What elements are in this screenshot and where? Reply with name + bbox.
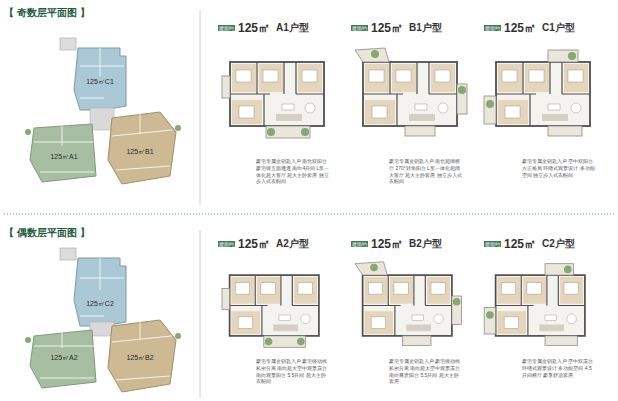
section-heading: 【 偶数层平面图 】 xyxy=(4,226,90,240)
area-value: 125㎡ xyxy=(504,20,536,37)
area-tag: 建面约 xyxy=(484,241,501,247)
area-value: 125㎡ xyxy=(371,236,403,253)
area-tag: 建面约 xyxy=(351,241,368,247)
feature-notes: 豪宅专属金钥匙入户 豪宅级动线 私密分离 南向超大空中观景露台 南向观景阳台 5… xyxy=(256,358,330,385)
unit-label: 125㎡B2 xyxy=(126,354,153,362)
area-value: 125㎡ xyxy=(238,236,270,253)
unit-label: 125㎡C2 xyxy=(86,300,114,308)
unit-zone: 125㎡C1 xyxy=(84,77,116,87)
feature-notes: 豪宅专属金钥匙入户 空中双阳台 方正格局 环绕式观景设计 多功能空间 独立步入式… xyxy=(522,158,596,178)
area-tag: 建面约 xyxy=(218,241,235,247)
unit-card: 建面约125㎡ B1户型豪宅专属金钥匙入户 南北超阔横厅 270°转角阳台 L形一… xyxy=(347,18,475,202)
unit-card: 建面约125㎡ A2户型豪宅专属金钥匙入户 豪宅级动线 私密分离 南向超大空中观景… xyxy=(214,234,342,398)
unit-type: C1户型 xyxy=(542,21,575,35)
feature-notes: 豪宅专属金钥匙入户 豪宅级动线 私密分离 南向超大空中观景露台 南向尊贵阳台 5… xyxy=(389,358,463,385)
unit-type: B1户型 xyxy=(409,21,442,35)
area-value: 125㎡ xyxy=(371,20,403,37)
unit-type: A1户型 xyxy=(276,21,309,35)
unit-card: 建面约125㎡ A1户型豪宅专属金钥匙入户 南北双阳台 豪宅级五面通透 南向4开间… xyxy=(214,18,342,202)
section-heading: 【 奇数层平面图 】 xyxy=(4,6,90,20)
area-value: 125㎡ xyxy=(504,236,536,253)
unit-card: 建面约125㎡ C2户型豪宅专属金钥匙入户 空中双露台 环绕式观景设计 多功能空间… xyxy=(480,234,608,398)
feature-notes: 豪宅专属金钥匙入户 空中双露台 环绕式观景设计 多功能空间 4.5开间横厅 豪享… xyxy=(522,358,596,378)
unit-label: 125㎡C1 xyxy=(86,78,114,86)
area-tag: 建面约 xyxy=(218,25,235,31)
unit-zone: 125㎡C2 xyxy=(84,299,116,309)
unit-zone: 125㎡A1 xyxy=(48,152,79,162)
unit-zone: 125㎡A2 xyxy=(48,353,79,363)
unit-label: 125㎡A2 xyxy=(50,354,77,362)
unit-type: B2户型 xyxy=(409,237,442,251)
unit-card: 建面约125㎡ B2户型豪宅专属金钥匙入户 豪宅级动线 私密分离 南向超大空中观景… xyxy=(347,234,475,398)
unit-zone: 125㎡B2 xyxy=(124,353,155,363)
area-tag: 建面约 xyxy=(484,25,501,31)
feature-notes: 豪宅专属金钥匙入户 南北超阔横厅 270°转角阳台 L形一体化超阔大客厅 超大主… xyxy=(389,158,463,185)
unit-label: 125㎡B1 xyxy=(126,148,153,156)
unit-label: 125㎡A1 xyxy=(50,153,77,161)
unit-card: 建面约125㎡ C1户型豪宅专属金钥匙入户 空中双阳台 方正格局 环绕式观景设计 … xyxy=(480,18,608,202)
area-tag: 建面约 xyxy=(351,25,368,31)
feature-notes: 豪宅专属金钥匙入户 南北双阳台 豪宅级五面通透 南向4开间 L形一体化超大客厅 … xyxy=(256,158,330,185)
area-value: 125㎡ xyxy=(238,20,270,37)
unit-zone: 125㎡B1 xyxy=(124,147,155,157)
unit-type: A2户型 xyxy=(276,237,309,251)
unit-type: C2户型 xyxy=(542,237,575,251)
